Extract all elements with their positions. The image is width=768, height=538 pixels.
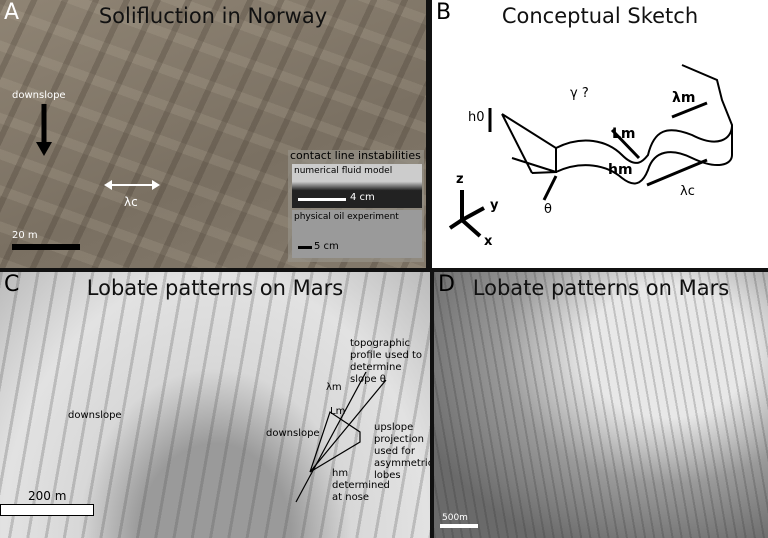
downslope-label: downslope (12, 90, 66, 101)
panel-letter: D (438, 272, 455, 297)
inset-heading: contact line instabilities (290, 149, 421, 162)
L-m-label: Lm (330, 406, 346, 417)
lambda-m-label: λm (326, 382, 342, 393)
numerical-label: numerical fluid model (294, 166, 393, 176)
h-m-label: hm (608, 162, 633, 178)
numerical-scale-label: 4 cm (350, 192, 375, 203)
panel-b-conceptual-sketch: B Conceptual Sketch h0 γ ? λm Lm hm θ λc… (432, 0, 768, 268)
scale-label: 20 m (12, 230, 38, 241)
scale-bar (12, 244, 80, 250)
panel-letter: C (4, 272, 20, 297)
theta-label: θ (544, 202, 552, 217)
scale-bar (0, 504, 94, 516)
h-m-label: hm determined at nose (332, 468, 390, 503)
panel-title: Solifluction in Norway (98, 4, 328, 28)
panel-title: Lobate patterns on Mars (472, 276, 730, 300)
measurement-lines (295, 371, 387, 503)
downslope-arrow-icon (36, 104, 52, 156)
panel-d-mars-lobes: D Lobate patterns on Mars 500m (434, 272, 768, 538)
panel-title: Lobate patterns on Mars (86, 276, 344, 300)
downslope-label-right: downslope (266, 428, 320, 439)
contact-line-inset: contact line instabilities numerical flu… (288, 150, 424, 262)
scale-label: 500m (442, 513, 468, 523)
scale-bar (440, 524, 478, 528)
panel-title: Conceptual Sketch (501, 4, 699, 28)
physical-label: physical oil experiment (294, 212, 399, 222)
axis-z-label: z (456, 172, 464, 187)
downslope-label-left: downslope (68, 410, 122, 421)
gamma-label: γ ? (570, 86, 589, 101)
physical-scale-label: 5 cm (314, 241, 339, 252)
sketch-drawing (448, 64, 734, 238)
axis-x-label: x (484, 234, 493, 249)
physical-scale-bar (298, 246, 312, 249)
L-m-label: Lm (612, 126, 636, 142)
axis-y-label: y (490, 198, 499, 213)
lambda-c-label: λc (124, 195, 138, 209)
panel-c-mars-lobes: C Lobate patterns on Mars downslope down… (0, 272, 430, 538)
panel-letter: B (436, 0, 452, 25)
wavelength-arrow-icon (104, 180, 160, 190)
numerical-model-image: numerical fluid model 4 cm (292, 164, 422, 208)
topographic-profile-label: topographic profile used to determine sl… (350, 338, 423, 385)
panel-letter: A (4, 0, 20, 25)
numerical-scale-bar (298, 198, 346, 201)
h0-label: h0 (468, 110, 485, 125)
upslope-projection-label: upslope projection used for asymmetric l… (374, 422, 430, 481)
lambda-m-label: λm (672, 90, 696, 106)
panel-a-solifluction-photo: A Solifluction in Norway downslope λc 20… (0, 0, 426, 268)
lambda-c-label: λc (680, 184, 695, 199)
physical-experiment-image: physical oil experiment 5 cm (292, 210, 422, 258)
scale-label: 200 m (28, 489, 67, 503)
